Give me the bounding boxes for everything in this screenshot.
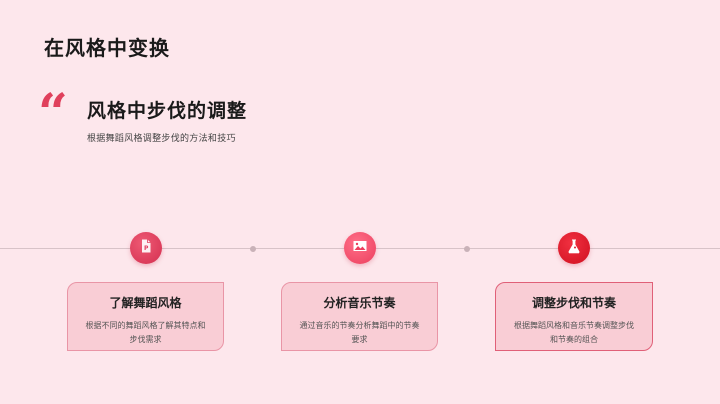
- svg-text:P: P: [144, 245, 149, 252]
- step-card-title: 调整步伐和节奏: [531, 296, 616, 310]
- timeline-node-2: [344, 232, 376, 264]
- step-card-3: 调整步伐和节奏 根据舞蹈风格和音乐节奏调整步伐和节奏的组合: [495, 282, 653, 351]
- step-card-text: 通过音乐的节奏分析舞蹈中的节奏要求: [299, 321, 420, 344]
- step-card-title: 分析音乐节奏: [323, 296, 396, 310]
- step-card-text: 根据舞蹈风格和音乐节奏调整步伐和节奏的组合: [514, 321, 634, 344]
- step-card-text: 根据不同的舞蹈风格了解其特点和步伐需求: [85, 321, 206, 344]
- timeline-dot: [464, 245, 470, 252]
- section-description: 根据舞蹈风格调整步伐的方法和技巧: [87, 134, 236, 144]
- flask-icon: [566, 238, 582, 258]
- document-p-icon: P: [138, 238, 154, 258]
- quote-icon: “: [38, 83, 68, 144]
- step-card-1: 了解舞蹈风格 根据不同的舞蹈风格了解其特点和步伐需求: [67, 282, 224, 351]
- section-heading: 风格中步伐的调整: [87, 100, 248, 122]
- timeline-node-1: P: [130, 232, 162, 264]
- step-card-title: 了解舞蹈风格: [109, 296, 182, 310]
- slide-title: 在风格中变换: [44, 36, 170, 60]
- image-icon: [352, 238, 368, 258]
- timeline-dot: [250, 245, 256, 252]
- step-card-2: 分析音乐节奏 通过音乐的节奏分析舞蹈中的节奏要求: [281, 282, 438, 351]
- timeline-node-3: [558, 232, 590, 264]
